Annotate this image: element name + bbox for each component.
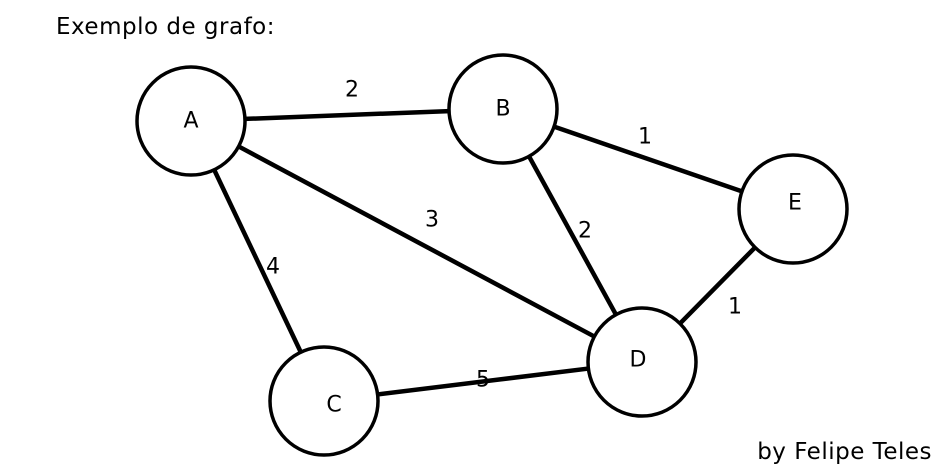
edge-weight-b-e: 1	[638, 125, 652, 150]
node-label-c: C	[326, 393, 341, 418]
node-c: C	[268, 345, 380, 457]
node-label-e: E	[788, 191, 802, 216]
node-label-d: D	[630, 348, 647, 373]
edge-a-c	[212, 168, 303, 354]
edge-weight-c-d: 5	[476, 368, 490, 393]
edge-c-d	[377, 366, 589, 397]
edge-b-d	[527, 155, 618, 316]
edge-a-d	[237, 144, 596, 339]
edge-a-b	[244, 108, 450, 122]
edge-weight-a-b: 2	[345, 78, 359, 103]
node-label-b: B	[495, 97, 510, 122]
node-circle-e	[737, 153, 849, 265]
edge-e-d	[678, 245, 757, 326]
node-circle-c	[268, 345, 380, 457]
node-e: E	[737, 153, 849, 265]
edge-weight-a-d: 3	[425, 208, 439, 233]
node-b: B	[447, 53, 559, 165]
edge-b-e	[553, 124, 743, 194]
edge-weight-e-d: 1	[728, 295, 742, 320]
node-label-a: A	[183, 109, 198, 134]
node-a: A	[135, 65, 247, 177]
edge-weight-a-c: 4	[266, 255, 280, 280]
node-circle-b	[447, 53, 559, 165]
node-circle-d	[586, 306, 698, 418]
diagram-title: Exemplo de grafo:	[56, 14, 275, 40]
node-circle-a	[135, 65, 247, 177]
author-credit: by Felipe Teles	[757, 439, 932, 465]
node-d: D	[586, 306, 698, 418]
edge-weight-b-d: 2	[578, 219, 592, 244]
